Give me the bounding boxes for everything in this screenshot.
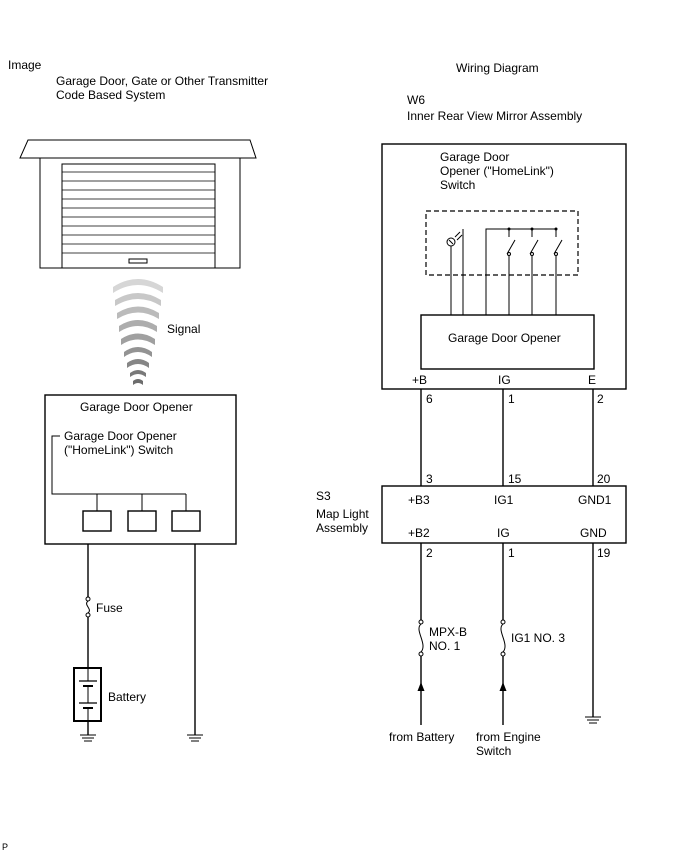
s3-name-line2: Assembly bbox=[316, 521, 368, 535]
s3-terminal-gnd: GND bbox=[580, 526, 607, 540]
s3-map-light-box bbox=[381, 485, 627, 544]
fuse-icon bbox=[500, 619, 506, 657]
signal-label: Signal bbox=[167, 322, 200, 336]
fuse-label: Fuse bbox=[96, 601, 123, 615]
left-switch-label-line2: ("HomeLink") Switch bbox=[64, 443, 173, 457]
battery-label: Battery bbox=[108, 690, 146, 704]
from-engine-switch-line1: from Engine bbox=[476, 730, 541, 744]
ground-icon bbox=[187, 734, 203, 742]
led-indicator-icon bbox=[446, 229, 464, 315]
signal-waves-icon bbox=[113, 279, 163, 385]
homelink-button-switches-icon bbox=[485, 227, 563, 315]
s3-pin-ig1: 15 bbox=[508, 472, 522, 486]
left-opener-box bbox=[44, 394, 237, 545]
fuse-mpx-b-line1: MPX-B bbox=[429, 625, 467, 639]
homelink-switch-dashed-box bbox=[425, 210, 579, 276]
w6-terminal-b-name: +B bbox=[412, 373, 427, 387]
s3-terminal-b2: +B2 bbox=[408, 526, 430, 540]
from-engine-switch-line2: Switch bbox=[476, 744, 511, 758]
w6-terminal-ig-name: IG bbox=[498, 373, 511, 387]
w6-terminal-e-name: E bbox=[588, 373, 596, 387]
w6-name: Inner Rear View Mirror Assembly bbox=[407, 109, 582, 123]
s3-terminal-b3: +B3 bbox=[408, 493, 430, 507]
s3-pin-b2: 2 bbox=[426, 546, 433, 560]
s3-terminal-gnd1: GND1 bbox=[578, 493, 612, 507]
fuse-mpx-b-line2: NO. 1 bbox=[429, 639, 461, 653]
w6-mirror-box bbox=[381, 143, 627, 390]
s3-pin-ig: 1 bbox=[508, 546, 515, 560]
w6-pin-e: 2 bbox=[597, 392, 604, 406]
garage-icon bbox=[19, 139, 257, 269]
w6-opener-label: Garage Door Opener bbox=[448, 331, 561, 345]
w6-switch-label-line1: Garage Door bbox=[440, 150, 509, 164]
arrow-up-icon bbox=[499, 682, 507, 691]
left-switch-label-line1: Garage Door Opener bbox=[64, 429, 177, 443]
switch-button-3 bbox=[171, 510, 201, 532]
arrow-up-icon bbox=[417, 682, 425, 691]
system-title-line1: Garage Door, Gate or Other Transmitter bbox=[56, 74, 268, 88]
w6-pin-ig: 1 bbox=[508, 392, 515, 406]
fuse-icon bbox=[85, 596, 91, 618]
switch-bracket bbox=[51, 435, 186, 495]
s3-pin-gnd1: 20 bbox=[597, 472, 611, 486]
w6-switch-label-line2: Opener ("HomeLink") bbox=[440, 164, 554, 178]
s3-pin-gnd: 19 bbox=[597, 546, 611, 560]
fuse-ig1-no3: IG1 NO. 3 bbox=[511, 631, 565, 645]
fuse-icon bbox=[418, 619, 424, 657]
wiring-diagram-header: Wiring Diagram bbox=[456, 61, 539, 75]
left-opener-title: Garage Door Opener bbox=[80, 400, 193, 414]
w6-garage-door-opener-box bbox=[420, 314, 595, 370]
footer-mark: P bbox=[2, 842, 8, 852]
w6-pin-b: 6 bbox=[426, 392, 433, 406]
s3-name-line1: Map Light bbox=[316, 507, 369, 521]
w6-code: W6 bbox=[407, 93, 425, 107]
image-header: Image bbox=[8, 58, 42, 72]
switch-button-1 bbox=[82, 510, 112, 532]
ground-icon bbox=[80, 734, 96, 742]
s3-pin-b3: 3 bbox=[426, 472, 433, 486]
from-battery-label: from Battery bbox=[389, 730, 454, 744]
w6-switch-label-line3: Switch bbox=[440, 178, 475, 192]
switch-button-2 bbox=[127, 510, 157, 532]
s3-code: S3 bbox=[316, 489, 331, 503]
s3-terminal-ig: IG bbox=[497, 526, 510, 540]
system-title-line2: Code Based System bbox=[56, 88, 165, 102]
s3-terminal-ig1: IG1 bbox=[494, 493, 514, 507]
battery-icon bbox=[73, 667, 102, 722]
ground-icon bbox=[585, 716, 601, 724]
